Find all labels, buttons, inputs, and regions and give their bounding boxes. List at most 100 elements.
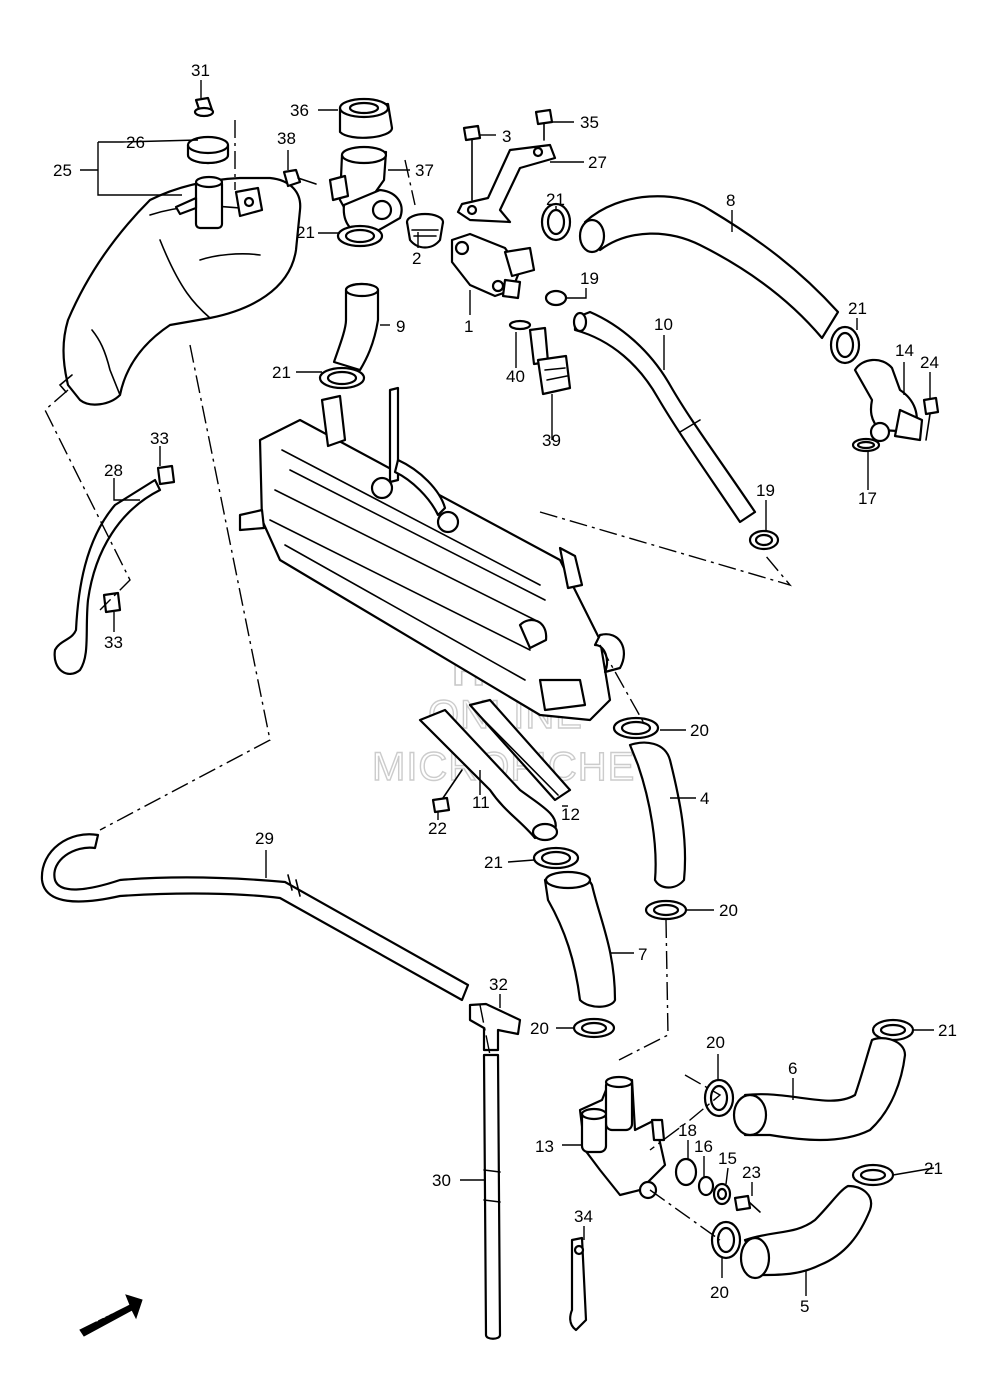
callout-28: 28: [104, 461, 123, 480]
reservoir-tank: [58, 175, 302, 406]
radiator-hose-5: [739, 1184, 873, 1280]
hose-clamp-19-upper: [544, 289, 568, 307]
callout-23: 23: [742, 1163, 761, 1182]
callout-30: 30: [432, 1171, 451, 1190]
callout-21-lower-right-2: 21: [924, 1159, 943, 1178]
o-ring-40: [508, 319, 532, 331]
hose-clamp-20-right: [703, 1078, 735, 1118]
hose-clamp-20-mid: [644, 899, 688, 921]
reference-lines: [44, 120, 793, 1241]
callout-25: 25: [53, 161, 72, 180]
radiator-hose-4: [628, 741, 687, 889]
callout-3: 3: [502, 127, 511, 146]
breather-hose-29: [40, 833, 470, 1002]
bushing-16: [697, 1175, 715, 1197]
thermostat: [405, 212, 445, 249]
callout-29: 29: [255, 829, 274, 848]
callout-5: 5: [800, 1297, 809, 1316]
bolt-35: [534, 108, 554, 141]
washer-15: [712, 1182, 732, 1206]
t-joint-32: [468, 1002, 522, 1052]
hose-clamp-34: [569, 1236, 588, 1332]
bolt-3: [462, 124, 482, 201]
leader-lines: [80, 80, 935, 1296]
callout-27: 27: [588, 153, 607, 172]
callout-19-lower: 19: [756, 481, 775, 500]
callout-4: 4: [700, 789, 709, 808]
radiator-hose-9: [332, 282, 380, 372]
callout-36: 36: [290, 101, 309, 120]
callout-9: 9: [396, 317, 405, 336]
radiator-hose-7: [543, 870, 617, 1008]
callout-40: 40: [506, 367, 525, 386]
callout-21-upper: 21: [546, 190, 565, 209]
callout-11: 11: [472, 793, 490, 812]
bolt-24: [922, 396, 940, 441]
callout-14: 14: [895, 341, 914, 360]
callout-26: 26: [126, 133, 145, 152]
callout-16: 16: [694, 1137, 713, 1156]
callout-37: 37: [415, 161, 434, 180]
callout-6: 6: [788, 1059, 797, 1078]
callout-8: 8: [726, 191, 735, 210]
callout-20-upper: 20: [690, 721, 709, 740]
water-inlet-13: [578, 1075, 667, 1200]
callout-10: 10: [654, 315, 673, 334]
hose-clamp-21-lower-right-2: [851, 1163, 895, 1187]
callout-13: 13: [535, 1137, 554, 1156]
callout-39: 39: [542, 431, 561, 450]
radiator: [238, 386, 626, 722]
hose-clamp-19-lower: [748, 529, 780, 551]
o-ring-17: [851, 437, 881, 453]
callout-17: 17: [858, 489, 877, 508]
reservoir-cap: [186, 135, 230, 165]
radiator-hose-6: [732, 1037, 907, 1142]
callout-7: 7: [638, 945, 647, 964]
callout-34: 34: [574, 1207, 593, 1226]
washer-18: [674, 1157, 698, 1187]
callout-33-lower: 33: [104, 633, 123, 652]
callout-24: 24: [920, 353, 939, 372]
gasket-12: [468, 698, 572, 802]
bolt-38: [282, 168, 317, 188]
callout-18: 18: [678, 1121, 697, 1140]
forward-direction-arrow: FWD: [79, 1294, 143, 1337]
hose-clamp-21-lower-right-1: [871, 1018, 915, 1042]
bolt-23: [733, 1194, 761, 1213]
hose-clamp-20-lower: [710, 1220, 742, 1260]
hose-clamp-20-upper: [612, 716, 660, 740]
bypass-hose-10: [572, 310, 757, 524]
callout-21-left-mid: 21: [272, 363, 291, 382]
hose-clamp-21-upper: [540, 202, 572, 242]
callout-20-right: 20: [706, 1033, 725, 1052]
callout-2: 2: [412, 249, 421, 268]
callout-35: 35: [580, 113, 599, 132]
callout-19-upper: 19: [580, 269, 599, 288]
callout-21-lower-right-1: 21: [938, 1021, 957, 1040]
bolt-22: [431, 769, 463, 814]
tank-nipple: [174, 196, 198, 216]
clip-33-lower: [102, 591, 122, 614]
callout-32: 32: [489, 975, 508, 994]
hose-clamp-21-center: [532, 846, 580, 870]
callout-20-lower: 20: [710, 1283, 729, 1302]
callout-33-upper: 33: [150, 429, 169, 448]
overflow-hose-28: [53, 478, 162, 675]
callout-20-mid: 20: [719, 901, 738, 920]
clip-33-upper: [156, 464, 176, 486]
callout-12: 12: [561, 805, 580, 824]
radiator-hose-8: [578, 195, 840, 340]
callout-22: 22: [428, 819, 447, 838]
hose-clamp-21-left-mid: [318, 366, 366, 390]
bolt-31: [193, 96, 215, 118]
mounting-bracket: [456, 143, 557, 224]
water-outlet-housing: [450, 232, 536, 300]
callout-20-center-left: 20: [530, 1019, 549, 1038]
hose-clamp-21-left-top: [336, 224, 384, 248]
callout-38: 38: [277, 129, 296, 148]
hose-clamp-20-center-left: [572, 1017, 616, 1039]
temperature-sensor: [528, 326, 572, 396]
callout-15: 15: [718, 1149, 737, 1168]
callout-1: 1: [464, 317, 473, 336]
